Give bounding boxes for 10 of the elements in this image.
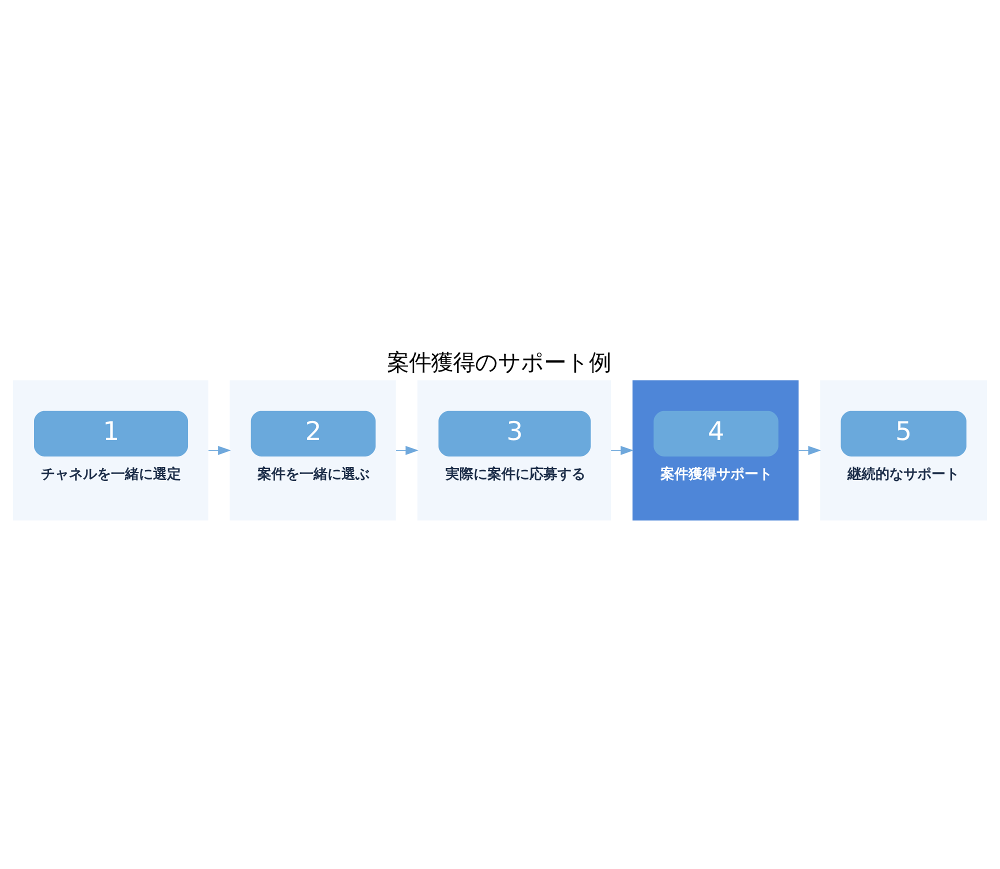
node-box: 4 案件獲得サポート	[632, 380, 799, 521]
diagram-title: 案件獲得のサポート例	[386, 350, 611, 376]
node-box: 5 継続的なサポート	[820, 380, 988, 521]
node-box: 2 案件を一緒に選ぶ	[230, 380, 396, 521]
node-box: 1 チャネルを一緒に選定	[12, 380, 208, 521]
arrow	[610, 446, 634, 455]
arrow	[798, 446, 822, 455]
arrow	[208, 446, 231, 455]
node-box: 3 実際に案件に応募する	[417, 380, 612, 521]
arrow	[396, 446, 418, 455]
